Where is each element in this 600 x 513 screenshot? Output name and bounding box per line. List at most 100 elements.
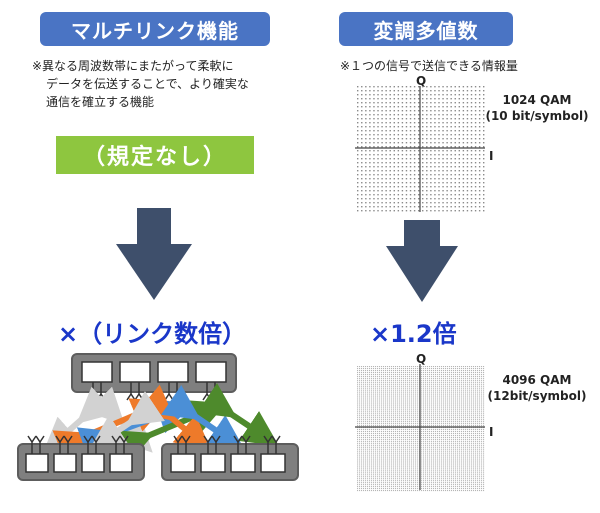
constellation-point: [367, 438, 369, 440]
constellation-point: [365, 401, 367, 403]
constellation-point: [483, 162, 485, 164]
constellation-point: [397, 425, 399, 427]
constellation-point: [475, 484, 477, 486]
constellation-point: [365, 444, 367, 446]
constellation-point: [385, 415, 387, 417]
constellation-point: [369, 367, 371, 370]
constellation-point: [409, 110, 412, 112]
constellation-point: [453, 446, 455, 448]
constellation-point: [361, 444, 363, 446]
constellation-point: [365, 397, 367, 399]
constellation-point: [399, 488, 401, 490]
constellation-point: [471, 444, 473, 446]
constellation-point: [399, 389, 401, 391]
constellation-point: [395, 458, 397, 460]
constellation-point: [467, 432, 469, 435]
constellation-point: [463, 462, 465, 464]
constellation-point: [447, 407, 449, 409]
constellation-point: [445, 369, 447, 372]
constellation-point: [441, 409, 443, 411]
constellation-point: [405, 446, 407, 448]
constellation-point: [397, 436, 399, 438]
constellation-point: [365, 403, 367, 405]
constellation-point: [405, 470, 407, 472]
constellation-point: [395, 440, 397, 442]
constellation-point: [469, 450, 471, 452]
constellation-point: [357, 377, 359, 379]
constellation-point: [409, 474, 411, 476]
constellation-point: [479, 401, 481, 403]
constellation-point: [373, 428, 375, 431]
constellation-point: [413, 430, 415, 433]
constellation-point: [383, 395, 385, 397]
constellation-point: [469, 476, 471, 478]
constellation-point: [457, 484, 459, 486]
constellation-point: [450, 178, 452, 180]
constellation-point: [411, 468, 413, 470]
constellation-point: [439, 434, 441, 436]
constellation-point: [379, 444, 381, 446]
constellation-point: [443, 425, 445, 427]
constellation-point: [454, 126, 456, 128]
constellation-point: [478, 138, 481, 140]
constellation-point: [423, 366, 425, 368]
constellation-point: [393, 182, 395, 184]
constellation-point: [361, 146, 363, 148]
constellation-point: [409, 403, 411, 405]
constellation-point: [411, 488, 413, 490]
constellation-point: [450, 154, 452, 156]
constellation-point: [461, 480, 463, 482]
constellation-point: [429, 417, 431, 419]
constellation-point: [377, 413, 379, 415]
constellation-point: [442, 86, 444, 88]
constellation-point: [454, 150, 456, 152]
constellation-point: [383, 407, 385, 409]
constellation-point: [399, 377, 401, 379]
constellation-point: [393, 468, 395, 470]
constellation-point: [399, 446, 401, 448]
constellation-point: [407, 401, 409, 403]
constellation-point: [383, 434, 385, 436]
constellation-point: [461, 375, 463, 377]
constellation-point: [401, 138, 404, 140]
constellation-point: [443, 413, 445, 415]
constellation-point: [377, 114, 379, 116]
constellation-point: [417, 369, 419, 372]
constellation-point: [439, 488, 441, 490]
constellation-point: [445, 391, 447, 393]
constellation-point: [403, 397, 405, 399]
constellation-point: [459, 468, 461, 470]
constellation-point: [433, 464, 435, 466]
constellation-point: [393, 405, 395, 407]
constellation-point: [409, 490, 411, 492]
constellation-point: [413, 397, 415, 399]
constellation-point: [478, 86, 481, 88]
constellation-point: [397, 142, 400, 144]
constellation-point: [371, 438, 373, 440]
constellation-point: [469, 403, 471, 405]
constellation-point: [449, 379, 451, 381]
constellation-point: [441, 484, 443, 486]
constellation-point: [405, 421, 407, 423]
constellation-point: [357, 430, 359, 433]
constellation-point: [357, 409, 359, 411]
constellation-point: [369, 486, 371, 488]
constellation-point: [387, 367, 389, 370]
constellation-point: [439, 464, 441, 466]
constellation-point: [377, 405, 379, 407]
constellation-point: [473, 450, 475, 452]
constellation-point: [379, 367, 381, 370]
constellation-point: [361, 174, 363, 176]
constellation-point: [357, 403, 359, 405]
constellation-point: [437, 482, 439, 484]
constellation-point: [442, 206, 444, 208]
constellation-point: [401, 377, 403, 379]
constellation-point: [417, 134, 420, 136]
constellation-point: [397, 166, 400, 168]
constellation-point: [357, 198, 359, 200]
constellation-point: [415, 369, 417, 372]
constellation-point: [466, 142, 469, 144]
constellation-point: [447, 478, 449, 480]
constellation-point: [441, 385, 443, 387]
constellation-point: [389, 391, 391, 393]
